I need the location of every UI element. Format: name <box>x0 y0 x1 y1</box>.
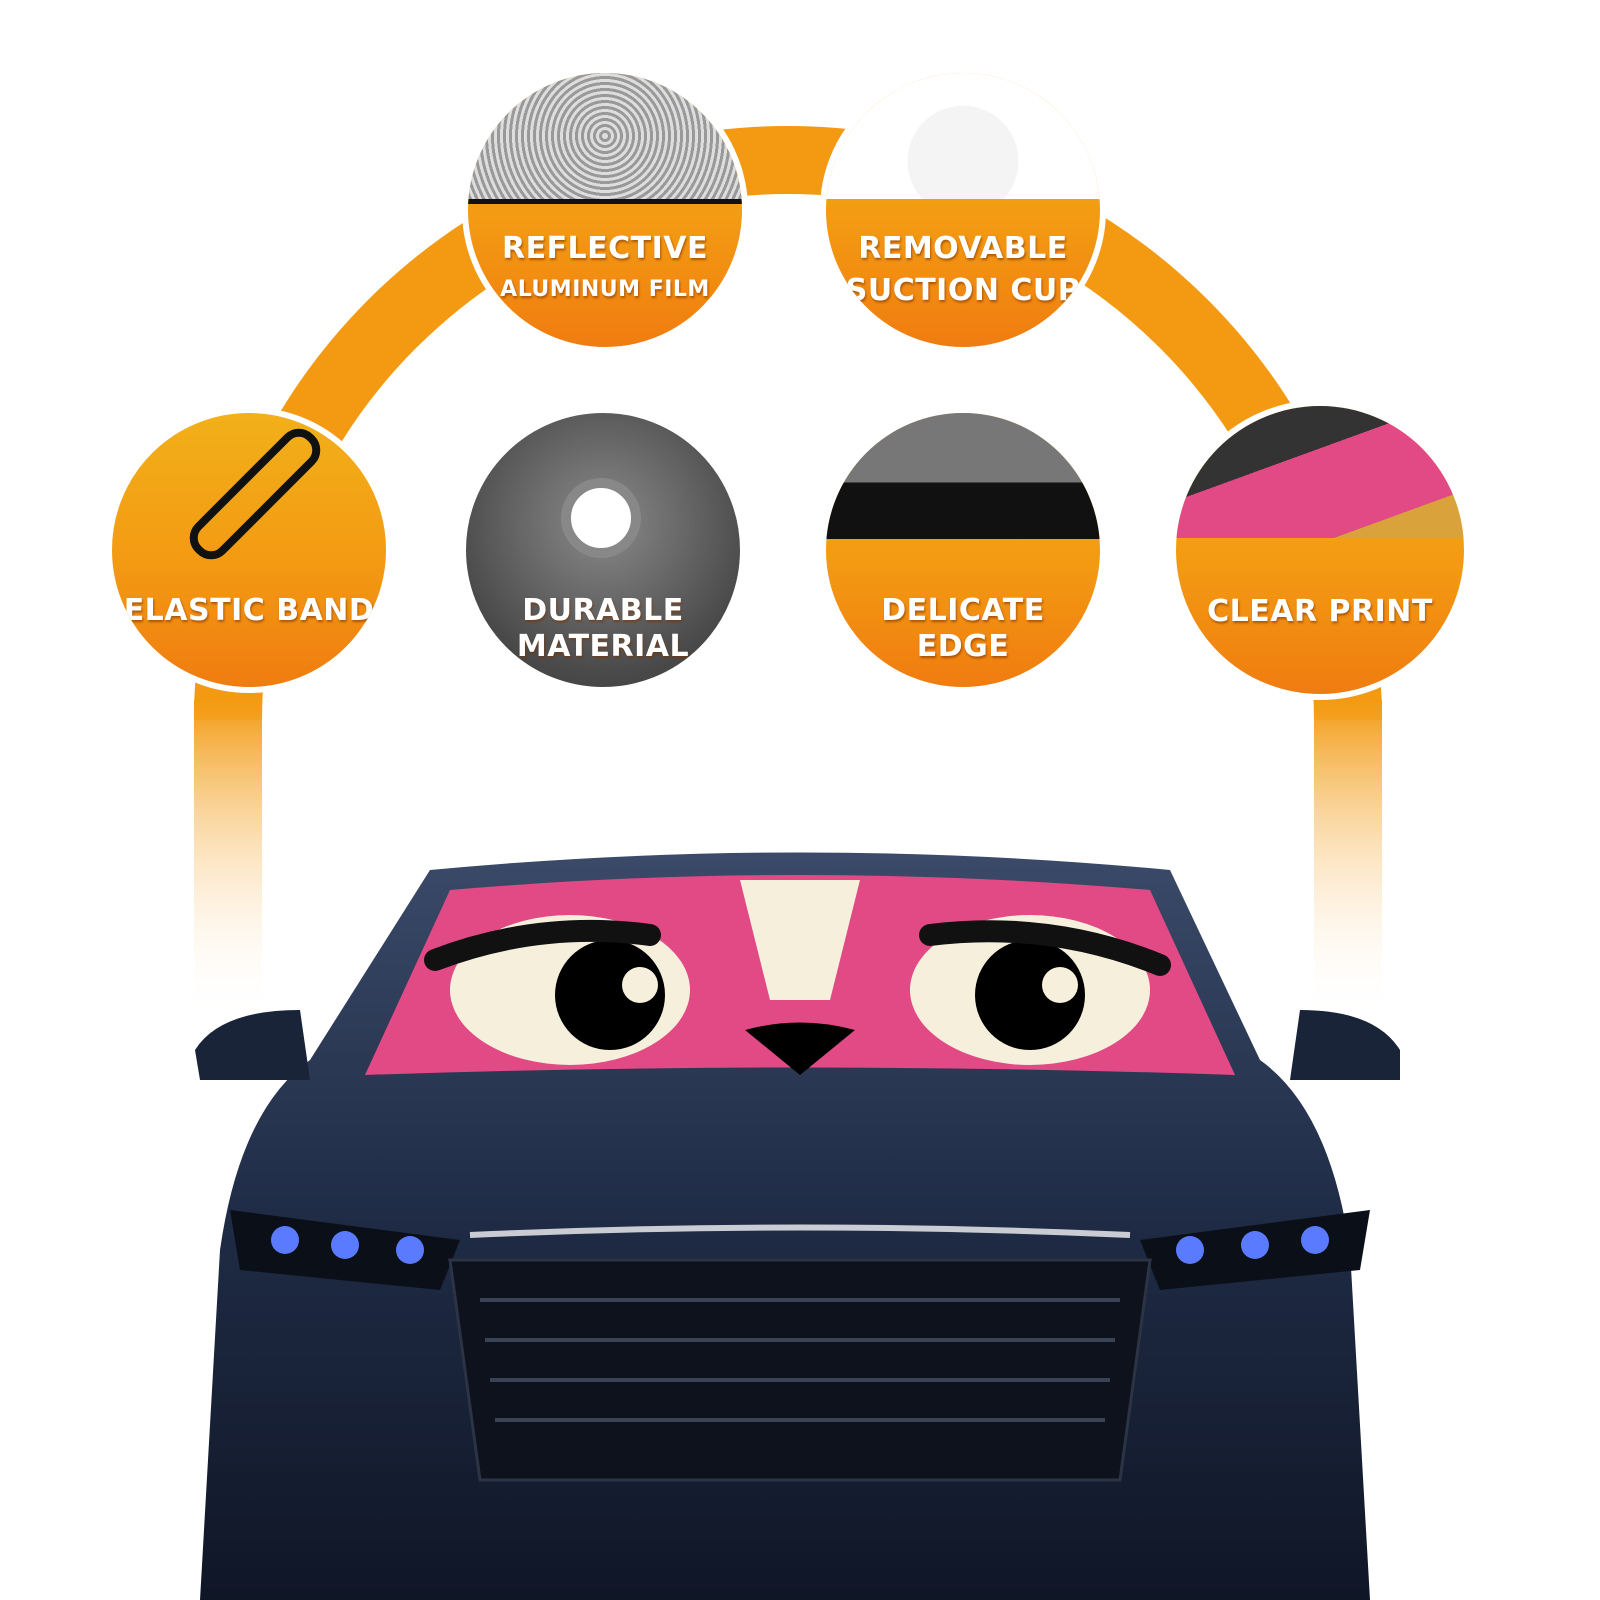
aluminum-film-icon <box>468 73 742 205</box>
arc-fade-left <box>194 700 262 1020</box>
feature-title: ELASTIC BAND <box>123 593 375 628</box>
bubble-material-icon <box>561 478 641 558</box>
feature-title: CLEAR PRINT <box>1207 594 1433 629</box>
arc-fade-right <box>1314 700 1382 1020</box>
feature-title: REMOVABLE <box>858 231 1068 266</box>
feature-edge: DELICATE EDGE <box>820 407 1106 693</box>
feature-title: REFLECTIVE <box>501 231 709 266</box>
side-mirror-left <box>195 1010 310 1080</box>
feature-durable: DURABLE MATERIAL <box>460 407 746 693</box>
feature-subtitle: ALUMINUM FILM <box>500 277 710 302</box>
nose <box>745 1022 855 1075</box>
grille <box>448 1258 1152 1482</box>
feature-print: CLEAR PRINT <box>1170 400 1470 700</box>
feature-title: DURABLE <box>522 593 684 628</box>
car <box>195 852 1400 1600</box>
side-mirror-right <box>1290 1010 1400 1080</box>
suction-cup-icon <box>826 73 1100 200</box>
feature-suction: REMOVABLE SUCTION CUP <box>820 67 1106 353</box>
feature-title: DELICATE <box>881 593 1045 628</box>
elastic-band-icon <box>112 413 386 568</box>
printer-icon <box>1176 406 1464 539</box>
feature-subtitle: MATERIAL <box>516 629 690 664</box>
feature-elastic: ELASTIC BAND <box>106 407 392 693</box>
feature-subtitle: SUCTION CUP <box>845 273 1081 308</box>
stitched-edge-icon <box>826 413 1100 540</box>
feature-reflective: REFLECTIVE ALUMINUM FILM <box>462 67 748 353</box>
feature-subtitle: EDGE <box>916 629 1010 664</box>
